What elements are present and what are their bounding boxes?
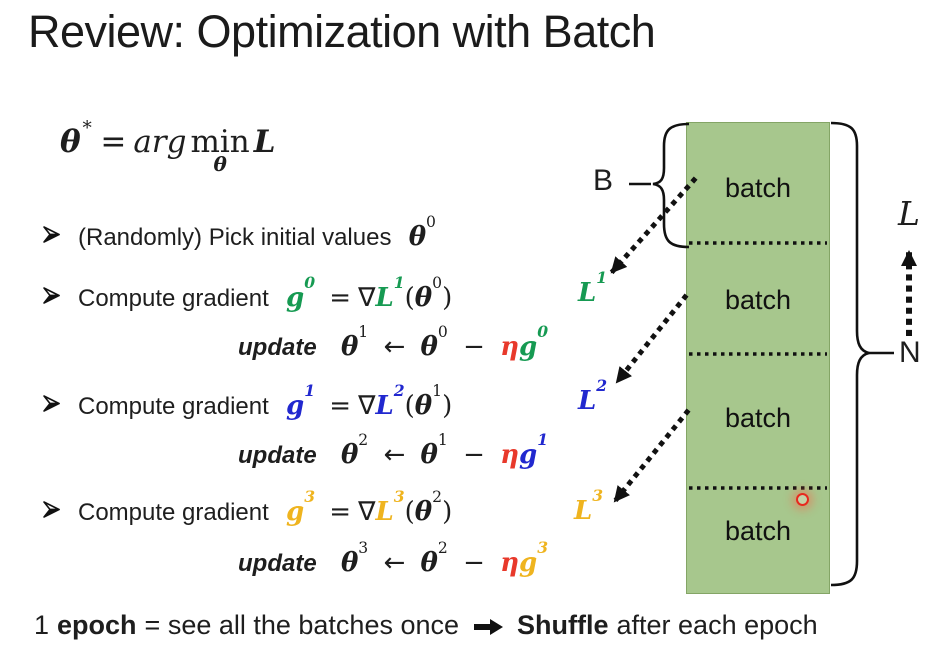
left-arrow: ← [383, 332, 406, 362]
min-over-theta: min θ [190, 124, 250, 176]
loss-L3: L3 [375, 486, 405, 527]
page-title: Review: Optimization with Batch [28, 6, 656, 57]
gradient-g1: g1 [286, 380, 316, 421]
dotted-arrow-batch1 [608, 176, 698, 276]
bullet-arrow-icon [43, 287, 60, 304]
bullet-arrow-icon [43, 226, 60, 243]
loss-symbol: L [253, 124, 276, 160]
arrow-target-L2: L2 [578, 375, 608, 416]
batch-label-4: batch [724, 516, 792, 546]
dotted-arrow-batch3 [611, 408, 691, 505]
theta-star: θ∗ [60, 114, 94, 160]
batch-label-3: batch [724, 403, 792, 433]
arrow-target-L3: L3 [574, 485, 604, 526]
batch-label-2: batch [724, 285, 792, 315]
left-arrow: ← [383, 548, 406, 578]
shuffle-term: Shuffle [517, 610, 609, 640]
batch-label-1: batch [724, 173, 792, 203]
update-line-3: update θ3 ← θ2 − ηg3 [238, 537, 549, 578]
epoch-term: epoch [57, 610, 137, 640]
dataset-box: batch batch batch batch [686, 122, 830, 594]
footer-epoch-note: 1 epoch = see all the batches once Shuff… [34, 610, 818, 640]
gradient-g3: g3 [286, 486, 316, 527]
update-line-2: update θ2 ← θ1 − ηg1 [238, 429, 549, 470]
eta-symbol: η [500, 548, 520, 578]
total-loss-label: L [898, 194, 920, 233]
compute-gradient-line-1: Compute gradient g0 =∇L1(θ0) [40, 272, 452, 315]
bullet-pick-initial: (Randomly) Pick initial values θ0 [40, 212, 436, 254]
right-arrow-icon [474, 618, 504, 635]
nabla-symbol: ∇ [358, 497, 376, 527]
nabla-symbol: ∇ [358, 283, 376, 313]
compute-gradient-line-2: Compute gradient g1 =∇L2(θ1) [40, 380, 452, 423]
eta-symbol: η [500, 440, 520, 470]
theta-0: θ0 [414, 273, 443, 313]
objective-formula: θ∗ = arg min θ L [60, 114, 276, 176]
dotted-arrow-batch2 [613, 293, 689, 386]
nabla-symbol: ∇ [358, 391, 376, 421]
eta-symbol: η [500, 332, 520, 362]
bullet-arrow-icon [43, 501, 60, 518]
left-arrow: ← [383, 440, 406, 470]
compute-gradient-line-3: Compute gradient g3 =∇L3(θ2) [40, 486, 452, 529]
equals-sign: = [100, 124, 127, 160]
update-line-1: update θ1 ← θ0 − ηg0 [238, 321, 549, 362]
loss-L1: L1 [375, 272, 405, 313]
gradient-g0: g0 [286, 272, 316, 313]
arg-text: arg [133, 124, 187, 160]
theta-0: θ0 [408, 212, 436, 252]
right-brace-icon [830, 121, 870, 587]
laser-pointer-dot [796, 493, 809, 506]
dataset-size-label: N [899, 336, 921, 369]
batch-size-label: B [593, 164, 614, 197]
left-brace-icon [652, 122, 690, 249]
arrow-target-L1: L1 [578, 267, 608, 308]
loss-L2: L2 [375, 380, 405, 421]
bullet-arrow-icon [43, 395, 60, 412]
